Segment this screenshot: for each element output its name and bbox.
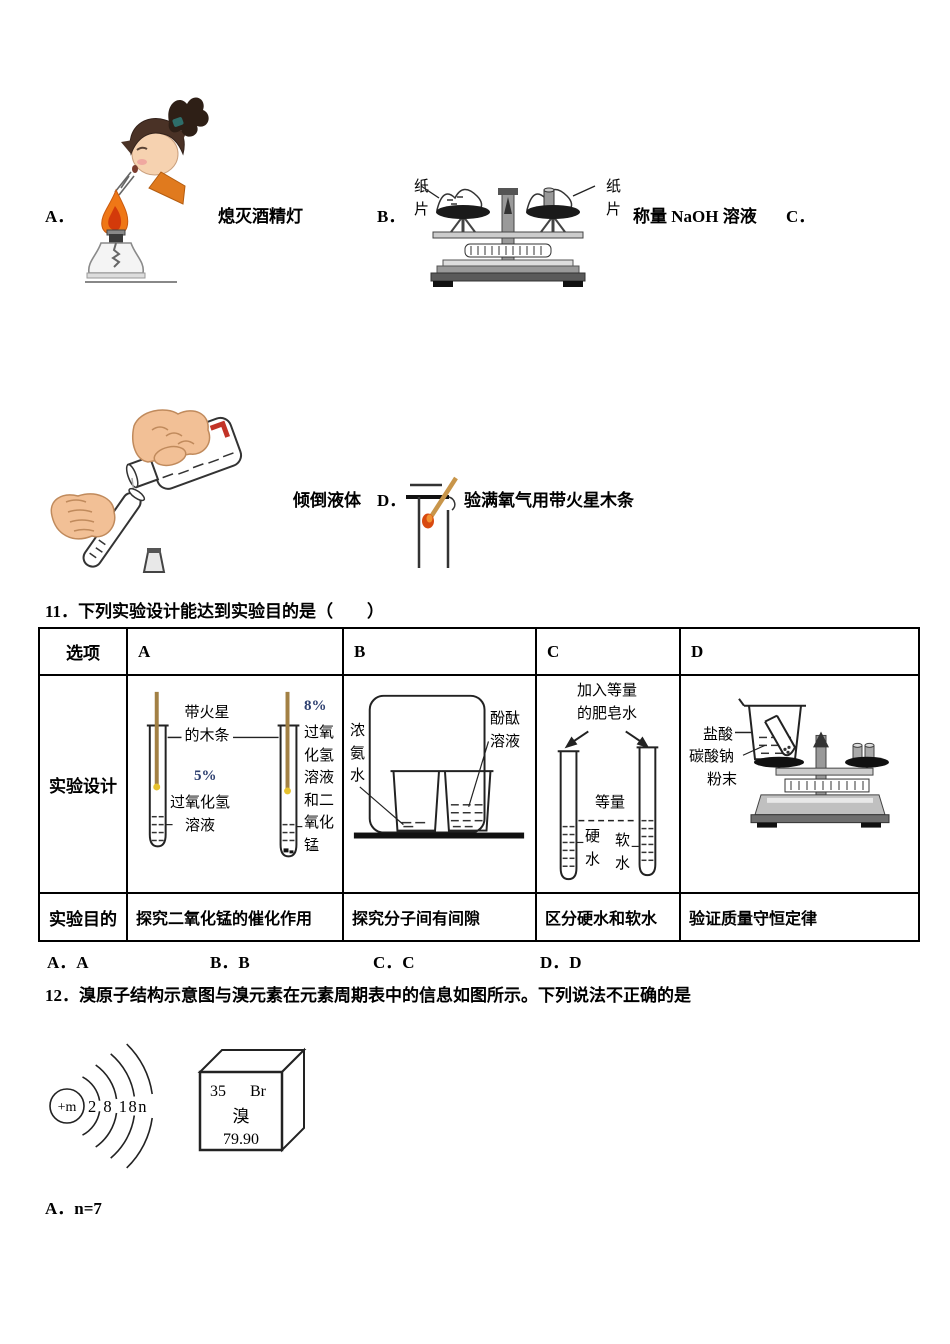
purpose-b: 探究分子间有间隙	[344, 894, 537, 940]
upper-hand	[132, 409, 211, 463]
oxygen-test-illustration	[406, 476, 458, 568]
q12-option-a: A．n=7	[45, 1199, 102, 1218]
catalysis-experiment-diagram	[146, 691, 303, 858]
element-name: 溴	[233, 1107, 250, 1126]
molecule-gap-experiment-diagram	[353, 694, 525, 839]
periodic-table-cell: 35 Br 溴 79.90	[197, 1047, 307, 1153]
hard-soft-water-experiment-diagram	[557, 730, 659, 881]
design-cell-a: 带火星的木条 8% 过氧化氢溶液和二氧化锰 5% 过氧化氢溶液	[128, 676, 344, 894]
lower-hand	[50, 493, 116, 540]
question-11-text: 下列实验设计能达到实验目的是（ ）	[78, 602, 385, 621]
stopper	[142, 551, 166, 573]
question-12-number: 12．	[45, 986, 79, 1005]
electron-shells	[82, 1043, 153, 1169]
question-12-text: 溴原子结构示意图与溴元素在元素周期表中的信息如图所示。下列说法不正确的是	[79, 986, 691, 1005]
paper-label-right: 纸片	[606, 179, 622, 218]
answer-d: D．D	[540, 953, 582, 972]
atomic-mass: 79.90	[223, 1131, 259, 1148]
question-12: 12．溴原子结构示意图与溴元素在元素周期表中的信息如图所示。下列说法不正确的是	[45, 981, 691, 1006]
equal-amount-label: 等量	[595, 795, 626, 811]
table-header-d: D	[681, 629, 918, 676]
left-solution-label: 过氧化氢溶液	[169, 795, 230, 834]
bromine-atom-structure-diagram: +m 2 8 18n	[49, 1043, 153, 1169]
left-concentration: 5%	[194, 768, 217, 784]
row-label-purpose: 实验目的	[40, 894, 128, 940]
option-b-label: B．	[377, 207, 406, 226]
sodium-carbonate-label: 碳酸钠	[689, 749, 735, 765]
hard-water-label: 硬水	[585, 829, 601, 868]
table-header-c: C	[537, 629, 681, 676]
table-header-option: 选项	[40, 629, 128, 676]
table-header-a: A	[128, 629, 344, 676]
purpose-c: 区分硬水和软水	[537, 894, 681, 940]
phenolphthalein-label: 酚酞溶液	[490, 711, 521, 750]
question-11-number: 11．	[45, 602, 79, 621]
option-d-label: D．	[377, 491, 407, 510]
bottle-label	[209, 420, 230, 438]
soft-water-label: 软水	[615, 833, 631, 872]
purpose-a: 探究二氧化锰的催化作用	[128, 894, 344, 940]
option-c-label: C．	[786, 207, 816, 226]
option-a-label: A．	[45, 207, 75, 226]
answer-b: B．B	[210, 953, 250, 972]
q11-table: 选项 A B C D 实验设计	[38, 627, 920, 942]
option-d-caption: 验满氧气用带火星木条	[464, 491, 634, 510]
row-label-design: 实验设计	[40, 676, 128, 894]
design-cell-c: 加入等量的肥皂水 等量 硬水 软水	[537, 676, 681, 894]
soap-water-label: 加入等量的肥皂水	[576, 683, 637, 722]
purpose-d: 验证质量守恒定律	[689, 911, 818, 928]
nucleus-charge: +m	[58, 1100, 77, 1115]
atomic-number: 35	[210, 1083, 226, 1100]
right-solution-label: 过氧化氢溶液和二氧化锰	[304, 725, 335, 854]
splint-label: 带火星的木条	[184, 705, 230, 744]
pouring-liquid-illustration	[50, 409, 243, 573]
answer-c: C．C	[373, 953, 415, 972]
table-header-b: B	[344, 629, 537, 676]
element-symbol: Br	[250, 1083, 267, 1100]
right-concentration: 8%	[304, 698, 327, 714]
blow-lines	[114, 171, 135, 196]
extinguish-lamp-illustration	[85, 97, 209, 283]
option-a-caption: 熄灭酒精灯	[218, 207, 303, 226]
hydrochloric-acid-label: 盐酸	[703, 727, 734, 743]
powder-label: 粉末	[707, 772, 738, 788]
ammonia-label: 浓氨水	[350, 723, 366, 784]
option-b-caption: 称量 NaOH 溶液	[633, 207, 757, 226]
shell-electron-counts: 2 8 18n	[88, 1097, 148, 1116]
weighing-balance-illustration	[420, 185, 596, 287]
design-cell-b: 浓氨水 酚酞溶液	[344, 676, 537, 894]
option-c-caption: 倾倒液体	[293, 491, 361, 510]
question-11: 11．下列实验设计能达到实验目的是（ ）	[45, 597, 384, 622]
mass-conservation-experiment-diagram	[735, 698, 890, 828]
answer-a: A．A	[47, 953, 89, 972]
design-cell-d: 盐酸 碳酸钠 粉末	[681, 676, 918, 894]
